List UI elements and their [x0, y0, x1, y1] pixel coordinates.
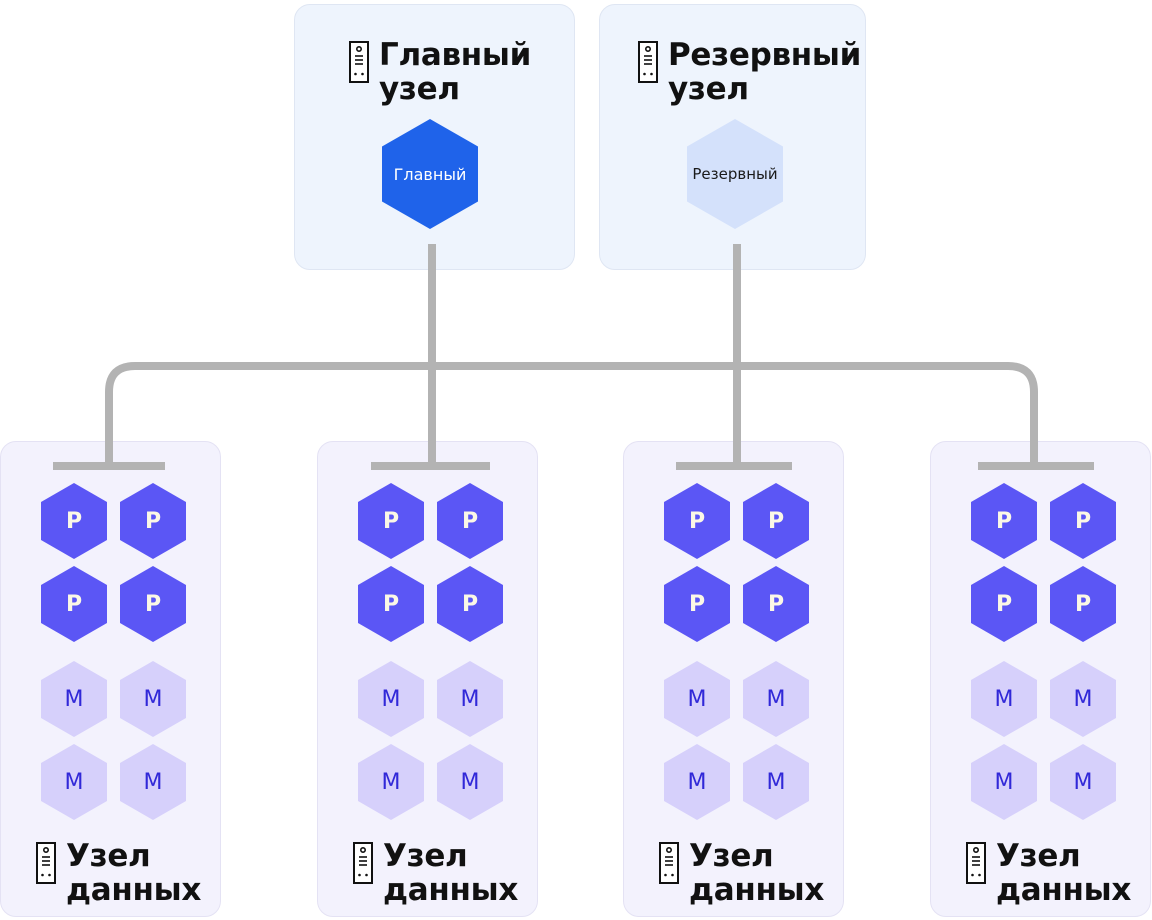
backup-role-hex: Резервный: [687, 119, 783, 229]
master-node-title: Главный узел: [349, 38, 531, 106]
mirror-shard-hex: M: [971, 744, 1037, 820]
server-icon: [349, 41, 369, 83]
mirror-shard-hex: M: [743, 744, 809, 820]
data-node-title-line1: Узел: [66, 838, 151, 874]
mirror-shard-hex: M: [41, 744, 107, 820]
master-title-line2: узел: [379, 71, 460, 107]
master-role-hex: Главный: [382, 119, 478, 229]
primary-shard-hex: P: [743, 566, 809, 642]
primary-shard-hex: P: [437, 566, 503, 642]
primary-shard-hex: P: [664, 566, 730, 642]
primary-shard-hex: P: [358, 566, 424, 642]
mirror-shard-hex: M: [437, 744, 503, 820]
backup-role-label: Резервный: [692, 165, 778, 183]
primary-shard-hex: P: [41, 483, 107, 559]
data-node-title-line1: Узел: [996, 838, 1081, 874]
primary-shard-hex: P: [664, 483, 730, 559]
mirror-shard-hex: M: [120, 744, 186, 820]
data-node-title-line2: данных: [689, 872, 825, 908]
mirror-shard-hex: M: [664, 661, 730, 737]
primary-shard-hex: P: [437, 483, 503, 559]
mirror-shard-hex: M: [971, 661, 1037, 737]
server-icon: [966, 842, 986, 884]
data-node-title-line2: данных: [66, 872, 202, 908]
mirror-shard-hex: M: [1050, 744, 1116, 820]
mirror-shard-hex: M: [120, 661, 186, 737]
bus-line: [105, 362, 1038, 466]
master-node: Главный узел Главный: [294, 4, 575, 270]
server-icon: [659, 842, 679, 884]
mirror-shard-hex: M: [41, 661, 107, 737]
mirror-shard-hex: M: [358, 661, 424, 737]
backup-title-line1: Резервный: [668, 37, 862, 73]
mirror-shard-hex: M: [1050, 661, 1116, 737]
primary-shard-hex: P: [1050, 483, 1116, 559]
server-icon: [353, 842, 373, 884]
mirror-shard-hex: M: [358, 744, 424, 820]
mirror-shard-hex: M: [437, 661, 503, 737]
server-icon: [638, 41, 658, 83]
data-node-title-line2: данных: [383, 872, 519, 908]
data-node-title-line1: Узел: [383, 838, 468, 874]
mirror-shard-hex: M: [743, 661, 809, 737]
primary-shard-hex: P: [41, 566, 107, 642]
primary-shard-hex: P: [971, 483, 1037, 559]
data-node-title-line2: данных: [996, 872, 1132, 908]
primary-shard-hex: P: [120, 483, 186, 559]
backup-node: Резервный узел Резервный: [599, 4, 866, 270]
mirror-shard-hex: M: [664, 744, 730, 820]
backup-node-title: Резервный узел: [638, 38, 861, 106]
primary-shard-hex: P: [358, 483, 424, 559]
primary-shard-hex: P: [971, 566, 1037, 642]
primary-shard-hex: P: [743, 483, 809, 559]
primary-shard-hex: P: [120, 566, 186, 642]
server-icon: [36, 842, 56, 884]
primary-shard-hex: P: [1050, 566, 1116, 642]
backup-title-line2: узел: [668, 71, 749, 107]
data-node-title-line1: Узел: [689, 838, 774, 874]
master-title-line1: Главный: [379, 37, 532, 73]
master-role-label: Главный: [393, 164, 467, 184]
